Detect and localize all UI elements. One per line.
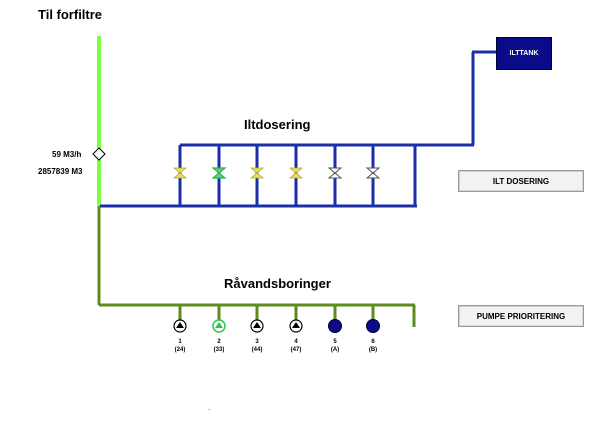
pump-label-4: 4(47) (290, 339, 302, 353)
yellow-valve-icon (172, 167, 188, 179)
pump-icon-4 (289, 319, 303, 333)
wells-section-label: Råvandsboringer (224, 276, 331, 291)
pump-label-2: 2(33) (213, 339, 225, 353)
yellow-valve-icon (249, 167, 265, 179)
pump-label-5: 5(A) (330, 339, 340, 353)
ilt-dosering-button[interactable]: ILT DOSERING (458, 170, 584, 192)
ilt-tank[interactable]: ILTTANK (496, 37, 552, 70)
green-valve-icon (211, 167, 227, 179)
pump-icon-2 (212, 319, 226, 333)
flow-rate-readout: 59 M3/h (52, 150, 82, 159)
yellow-valve-icon (288, 167, 304, 179)
pump-label-6: 6(B) (368, 339, 378, 353)
pump-icon-1 (173, 319, 187, 333)
pump-icon-6 (366, 319, 380, 333)
flow-meter-icon (92, 147, 106, 161)
grey-valve-icon (365, 167, 381, 179)
pump-label-3: 3(44) (251, 339, 263, 353)
grey-valve-icon (327, 167, 343, 179)
pump-icon-5 (328, 319, 342, 333)
dosing-section-label: Iltdosering (244, 117, 311, 132)
pumpe-prioritering-button[interactable]: PUMPE PRIORITERING (458, 305, 584, 327)
pump-icon-3 (250, 319, 264, 333)
flow-total-readout: 2857839 M3 (38, 167, 83, 176)
page-title: Til forfiltre (38, 7, 103, 22)
pump-label-1: 1(24) (174, 339, 186, 353)
